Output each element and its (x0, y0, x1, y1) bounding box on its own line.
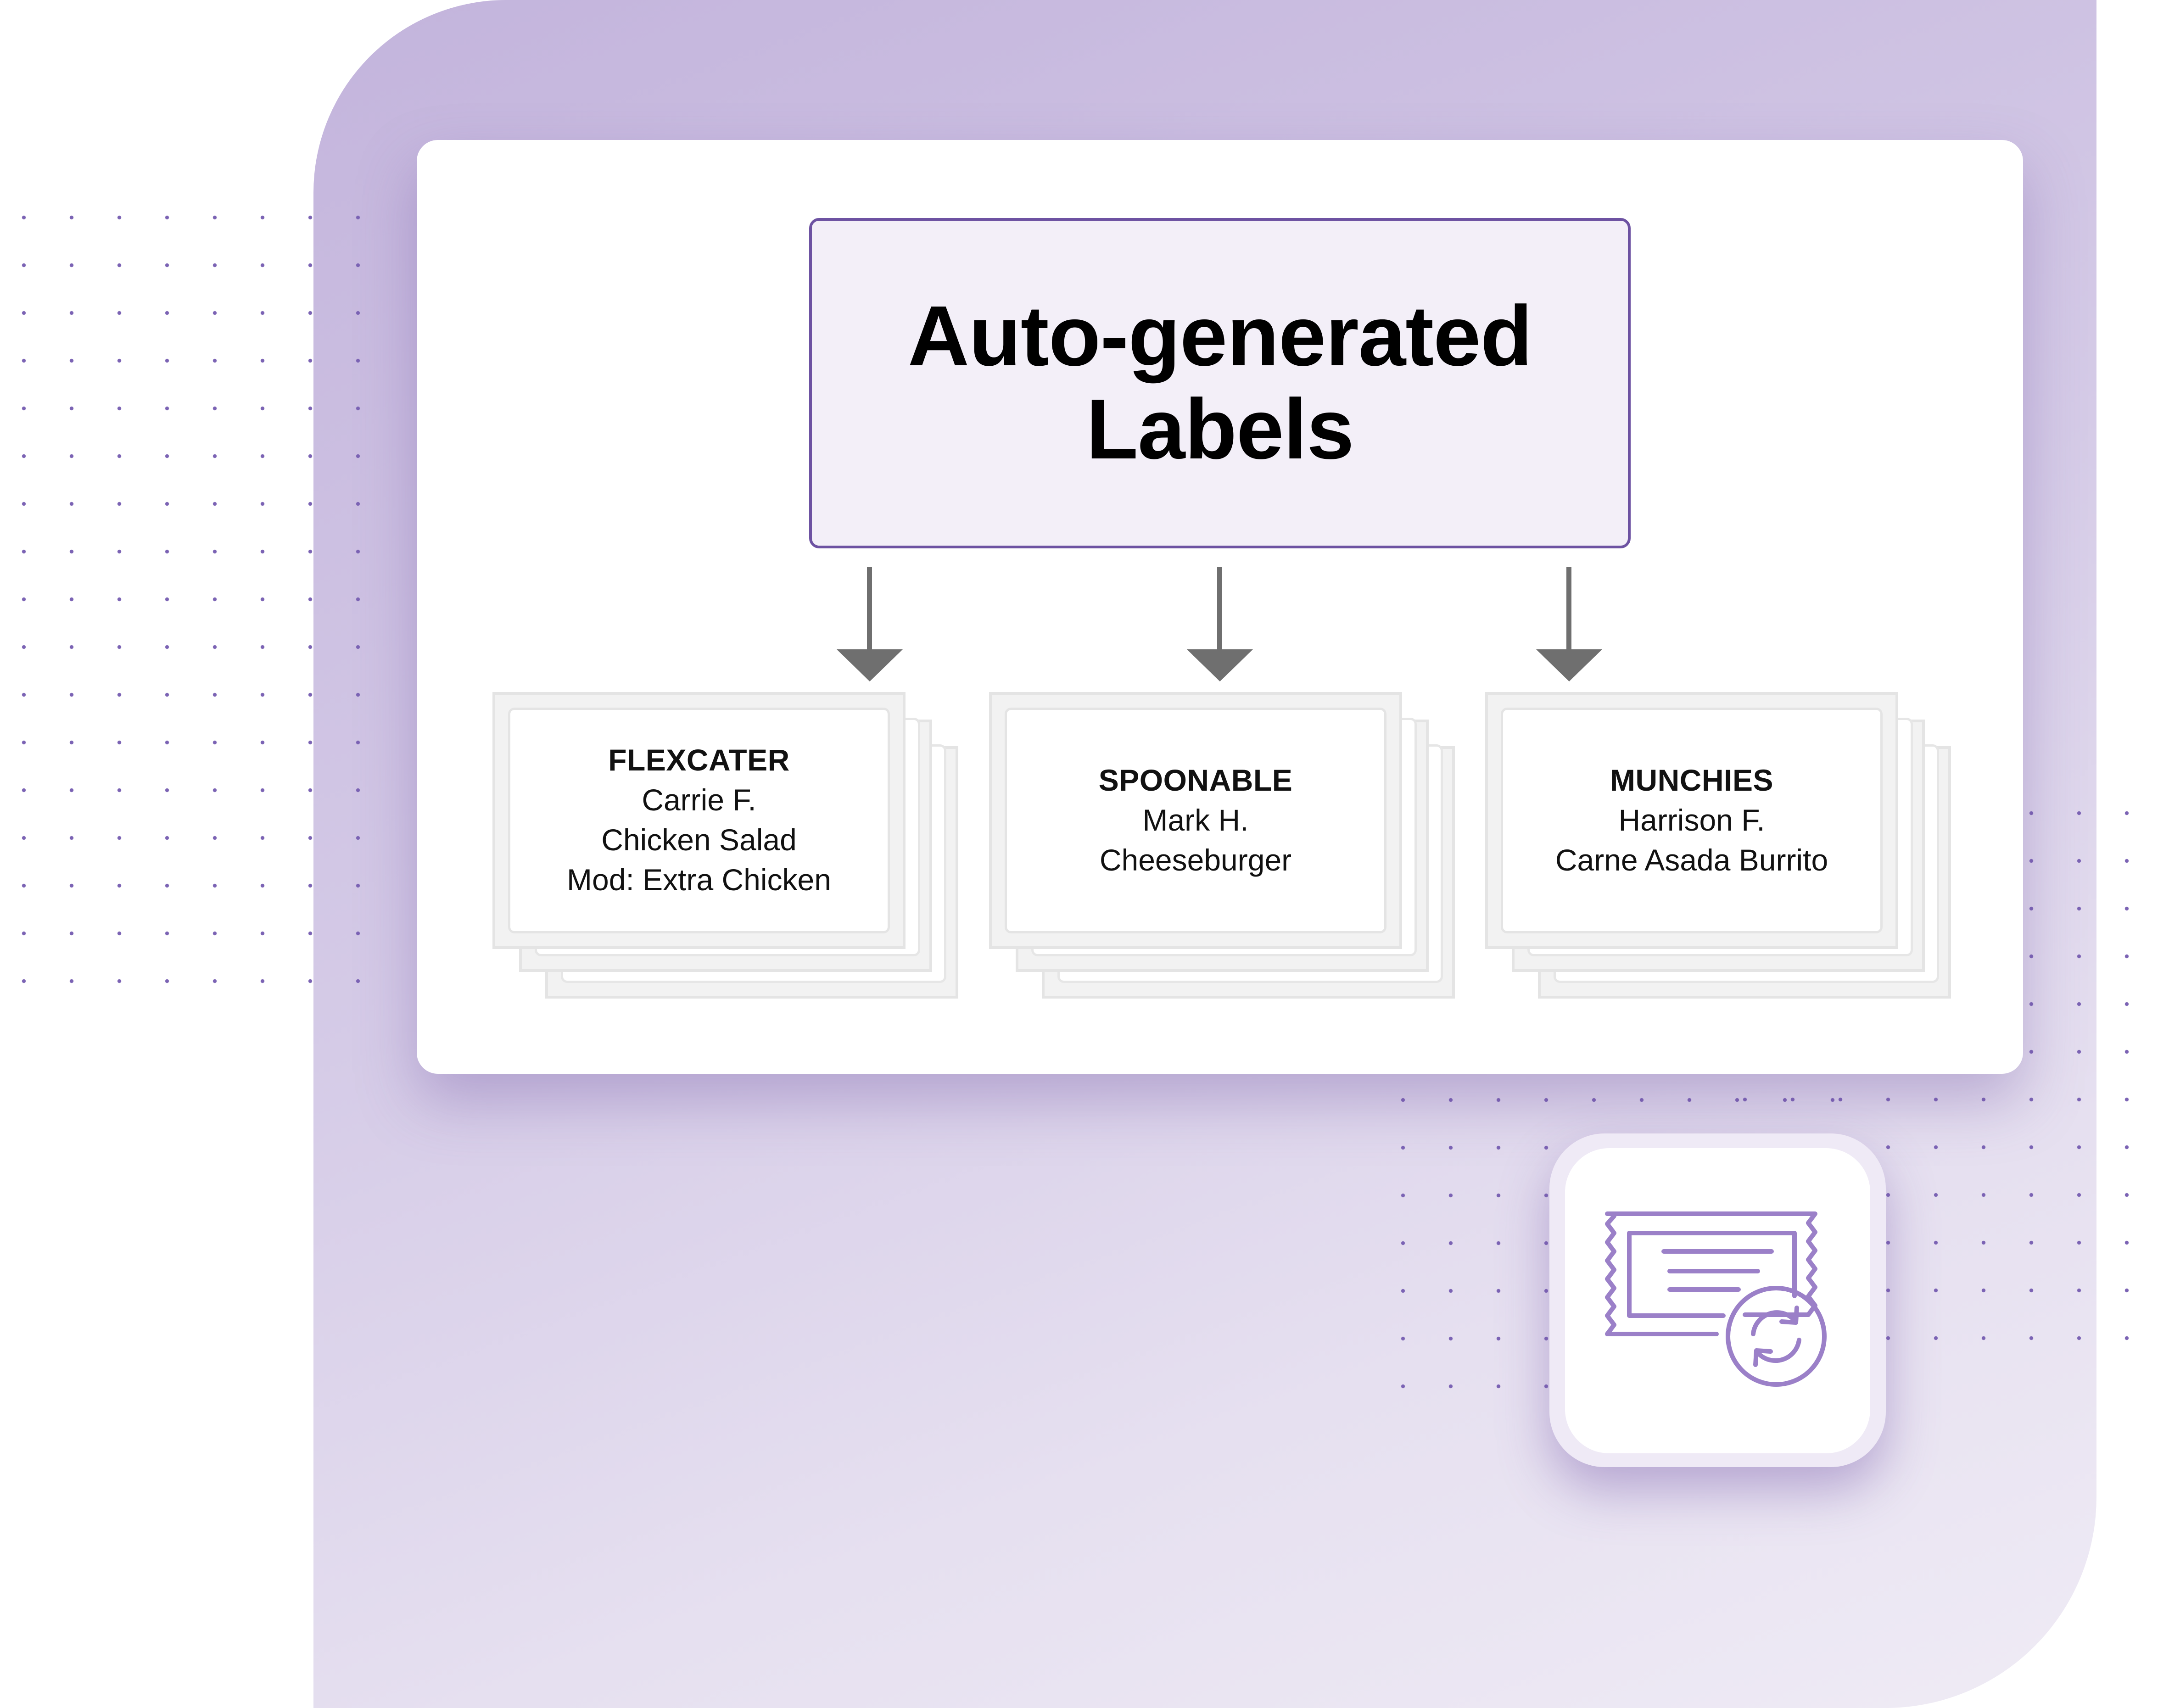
title-line-2: Labels (1086, 382, 1354, 477)
label-customer: Mark H. (1142, 803, 1249, 837)
label-item: Chicken Salad (601, 823, 797, 857)
arrow-3 (1536, 567, 1602, 681)
label-modifier: Mod: Extra Chicken (567, 863, 831, 897)
label-vendor: MUNCHIES (1610, 763, 1773, 797)
label-stack-flexcater: FLEXCATER Carrie F. Chicken Salad Mod: E… (492, 692, 961, 999)
title-line-1: Auto-generated (907, 289, 1532, 384)
label-card: SPOONABLE Mark H. Cheeseburger (1005, 708, 1386, 933)
dot-pattern-left (0, 194, 399, 1001)
label-vendor: SPOONABLE (1098, 763, 1293, 797)
label-item: Cheeseburger (1099, 843, 1292, 877)
label-refresh-icon (1605, 1211, 1827, 1387)
label-customer: Harrison F. (1618, 803, 1765, 837)
arrow-2 (1187, 567, 1253, 681)
label-stack-munchies: MUNCHIES Harrison F. Carne Asada Burrito (1485, 692, 1953, 999)
icon-tile (1565, 1148, 1870, 1453)
label-customer: Carrie F. (642, 783, 756, 817)
arrow-1 (837, 567, 903, 681)
label-card: MUNCHIES Harrison F. Carne Asada Burrito (1501, 708, 1883, 933)
title-box: Auto-generated Labels (809, 218, 1631, 548)
label-item: Carne Asada Burrito (1555, 843, 1828, 877)
label-stack-spoonable: SPOONABLE Mark H. Cheeseburger (989, 692, 1457, 999)
label-card: FLEXCATER Carrie F. Chicken Salad Mod: E… (508, 708, 890, 933)
label-vendor: FLEXCATER (608, 743, 790, 777)
